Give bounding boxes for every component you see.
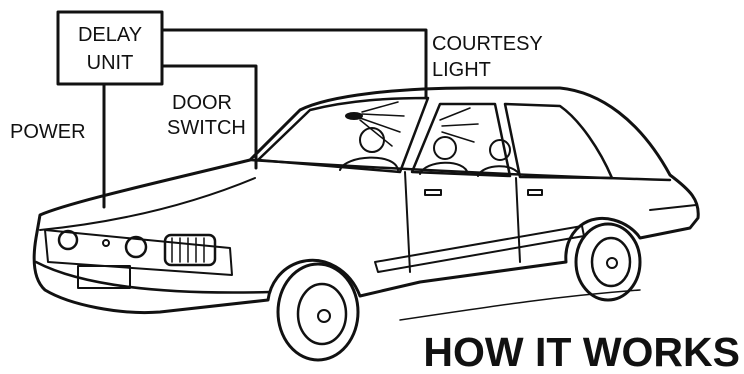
door-switch-label-line1: DOOR: [172, 92, 232, 114]
rear-door-handle: [528, 190, 542, 195]
delay-unit-box: DELAY UNIT: [58, 12, 162, 84]
delay-unit-label-line1: DELAY: [78, 24, 142, 46]
courtesy-light-label-line2: LIGHT: [432, 59, 491, 81]
courtesy-light-label-line1: COURTESY: [432, 33, 543, 55]
car-illustration: [34, 88, 698, 360]
rear-bumper: [650, 205, 696, 210]
courtesy-light-wire: [162, 30, 426, 98]
headlight-lens-lines: [172, 238, 204, 262]
delay-unit-label-line2: UNIT: [87, 52, 134, 74]
front-left-headlight: [59, 231, 77, 249]
front-bumper: [36, 262, 270, 293]
rear-wheel: [576, 224, 640, 300]
fog-light: [126, 237, 146, 257]
rear-window: [505, 104, 612, 178]
front-badge: [103, 240, 109, 246]
diagram-title: HOW IT WORKS: [423, 329, 740, 374]
license-plate: [78, 266, 130, 288]
wires: [104, 30, 426, 207]
door-switch-label-line2: SWITCH: [167, 117, 246, 139]
power-label: POWER: [10, 121, 86, 143]
rear-door-line: [516, 178, 520, 262]
front-wheel: [278, 264, 358, 360]
ground-shadow: [400, 290, 640, 320]
front-door-handle: [425, 190, 441, 195]
